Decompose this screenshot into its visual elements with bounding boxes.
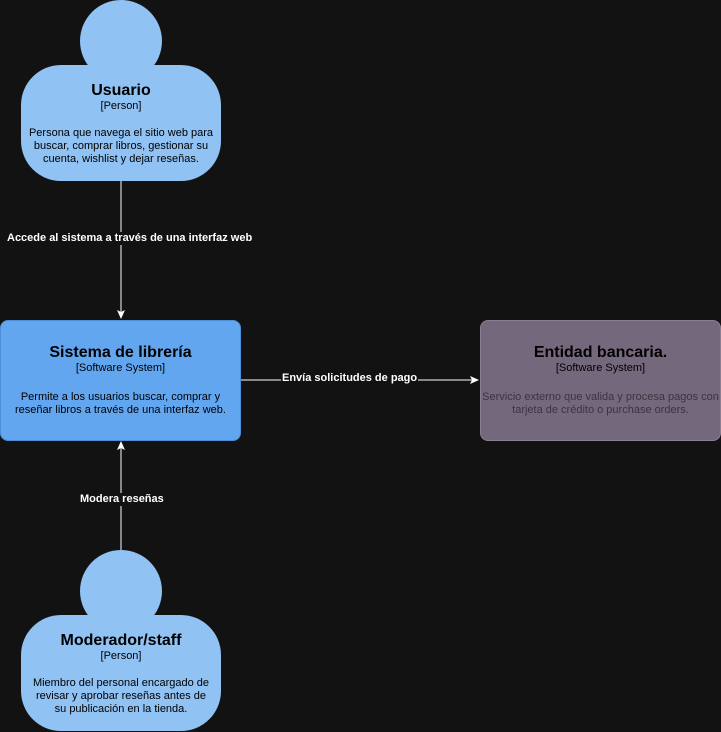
edge-label-usuario-sistema: Accede al sistema a través de una interf… [6,232,254,245]
sistema-description: Permite a los usuarios buscar, comprar y… [15,391,226,416]
edge-label-sistema-banco: Envía solicitudes de pago [281,372,419,385]
usuario-node[interactable]: Usuario [Person] Persona que navega el s… [21,65,221,181]
sistema-title: Sistema de librería [49,344,192,361]
banco-title: Entidad bancaria. [533,344,668,361]
moderador-kind: [Person] [100,650,142,662]
sistema-node[interactable]: Sistema de librería [Software System] Pe… [0,320,241,441]
moderador-description: Miembro del personal encargado de revisa… [32,677,210,715]
moderador-title: Moderador/staff [60,632,182,649]
banco-kind: [Software System] [555,362,646,374]
banco-node[interactable]: Entidad bancaria. [Software System] Serv… [480,320,721,441]
sistema-kind: [Software System] [75,362,166,374]
banco-description: Servicio externo que valida y procesa pa… [482,391,719,416]
moderador-node[interactable]: Moderador/staff [Person] Miembro del per… [21,615,221,731]
edge-label-moderador-sistema: Modera reseñas [79,493,165,506]
usuario-description: Persona que navega el sitio web para bus… [28,127,214,165]
usuario-kind: [Person] [100,100,142,112]
usuario-title: Usuario [91,82,151,99]
